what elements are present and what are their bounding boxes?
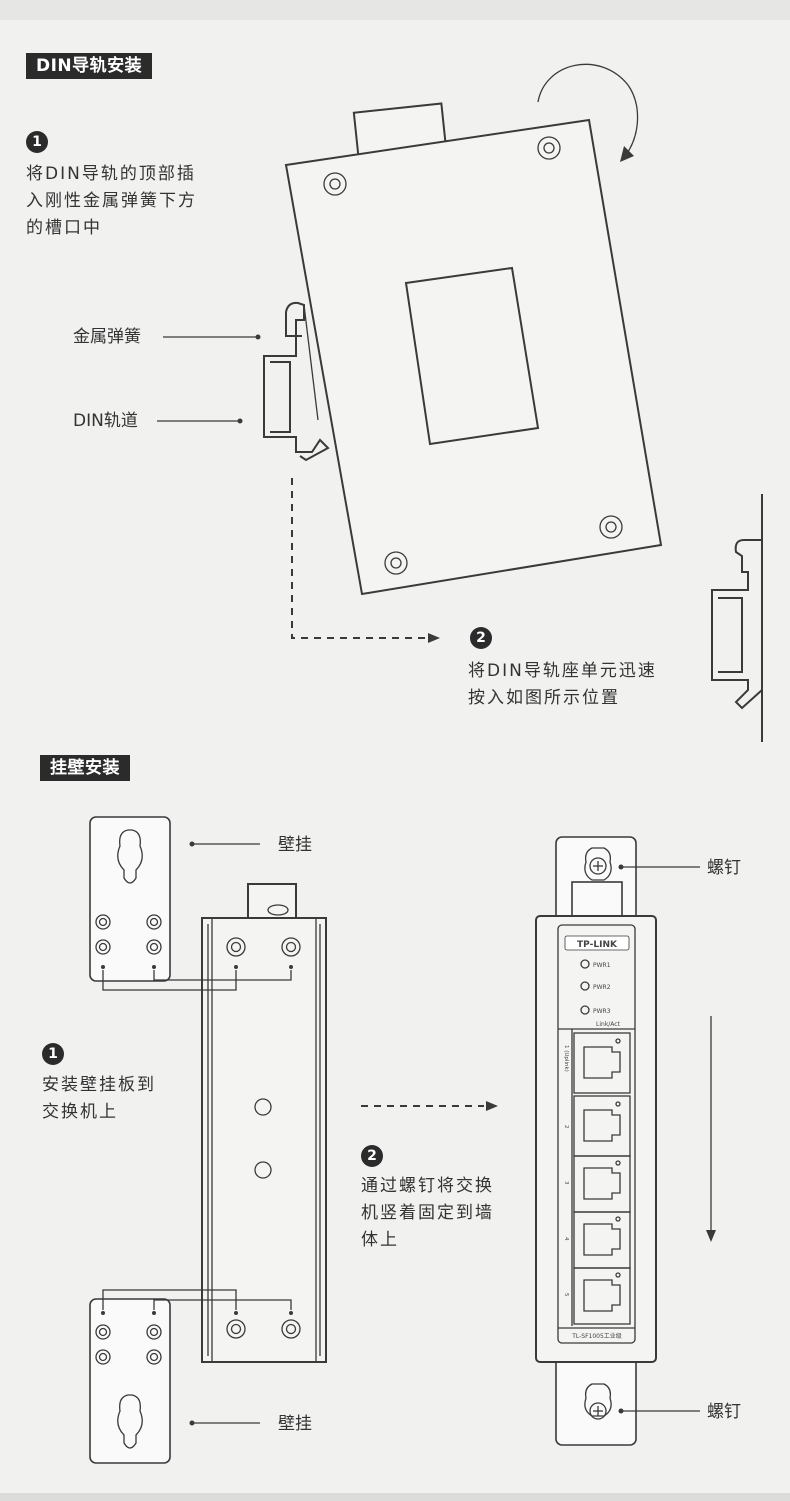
wall-step1-line1: 安装壁挂板到	[42, 1075, 156, 1095]
port-label: 2	[563, 1125, 569, 1129]
screw-icon	[584, 1383, 612, 1420]
screw-icon	[584, 847, 612, 881]
mount-hole	[226, 937, 246, 957]
mount-hole	[281, 937, 301, 957]
dashed-arrow-icon	[291, 478, 440, 643]
label-metal-spring: 金属弹簧	[73, 327, 141, 347]
din-section-title: DIN导轨安装	[26, 53, 153, 79]
alignment-lines-bottom	[101, 1289, 293, 1315]
mount-hole	[281, 1319, 301, 1339]
wall-step2-line3: 体上	[361, 1230, 399, 1250]
mount-hole	[226, 1319, 246, 1339]
din-step1-text: 将DIN导轨的顶部插 入刚性金属弹簧下方 的槽口中	[26, 161, 197, 242]
din-screw	[323, 172, 347, 196]
wall-step1-line2: 交换机上	[42, 1102, 118, 1122]
wall-step2-text: 通过螺钉将交换 机竖着固定到墙 体上	[361, 1173, 494, 1254]
wall-section-title: 挂壁安装	[40, 755, 130, 781]
wall-step2-line2: 机竖着固定到墙	[361, 1203, 494, 1223]
port-label: 5	[563, 1293, 569, 1297]
label-din-rail: DIN轨道	[73, 411, 138, 431]
down-arrow-icon	[706, 1016, 716, 1242]
model-label: TL-SF1005工业级	[571, 1332, 622, 1340]
din-device	[284, 102, 663, 596]
wall-step2-line1: 通过螺钉将交换	[361, 1176, 494, 1196]
switch-front-view: TP-LINK PWR1 PWR2 PWR3 Link/Act 1 (Uplin…	[535, 836, 657, 1446]
din-screw	[599, 515, 623, 539]
switch-side-view	[201, 883, 327, 1363]
port-label: 4	[563, 1237, 569, 1241]
top-divider	[0, 0, 790, 20]
dashed-arrow-icon	[361, 1101, 498, 1111]
label-bracket-top: 壁挂	[278, 835, 312, 855]
ethernet-port: 1 (Uplink)	[563, 1032, 631, 1094]
din-step2-text: 将DIN导轨座单元迅速 按入如图所示位置	[468, 658, 657, 712]
din-step2-line1: 将DIN导轨座单元迅速	[468, 661, 657, 681]
din-step1-number: 1	[26, 131, 48, 153]
din-rail-clip	[263, 301, 330, 462]
din-step2-line2: 按入如图所示位置	[468, 688, 620, 708]
din-screw	[537, 136, 561, 160]
din-screw	[384, 551, 408, 575]
rotate-arrow-icon	[537, 63, 639, 162]
port-label: 1 (Uplink)	[563, 1045, 569, 1072]
wall-step2-number: 2	[361, 1145, 383, 1167]
screw-leaders	[618, 864, 700, 1414]
port-header: Link/Act	[596, 1021, 621, 1028]
label-screw-top: 螺钉	[707, 858, 741, 878]
wall-bracket-top	[89, 816, 260, 982]
led-label: PWR3	[593, 1008, 611, 1015]
wall-rail-mounted	[711, 494, 763, 742]
din-step1-line1: 将DIN导轨的顶部插	[26, 164, 196, 184]
label-leaders	[157, 334, 261, 424]
brand-logo: TP-LINK	[577, 940, 618, 950]
din-step2-number: 2	[470, 627, 492, 649]
bottom-divider	[0, 1493, 790, 1501]
din-step1-line2: 入刚性金属弹簧下方	[26, 191, 197, 211]
port-label: 3	[563, 1181, 569, 1185]
led-label: PWR1	[593, 962, 611, 969]
wall-step1-text: 安装壁挂板到 交换机上	[42, 1072, 156, 1126]
ethernet-port: 5	[563, 1267, 631, 1325]
alignment-lines-top	[101, 965, 293, 991]
led-label: PWR2	[593, 984, 611, 991]
din-step1-line3: 的槽口中	[26, 218, 102, 238]
wall-step1-number: 1	[42, 1043, 64, 1065]
wall-bracket-bottom	[89, 1298, 260, 1464]
label-bracket-bottom: 壁挂	[278, 1414, 312, 1434]
label-screw-bottom: 螺钉	[707, 1402, 741, 1422]
